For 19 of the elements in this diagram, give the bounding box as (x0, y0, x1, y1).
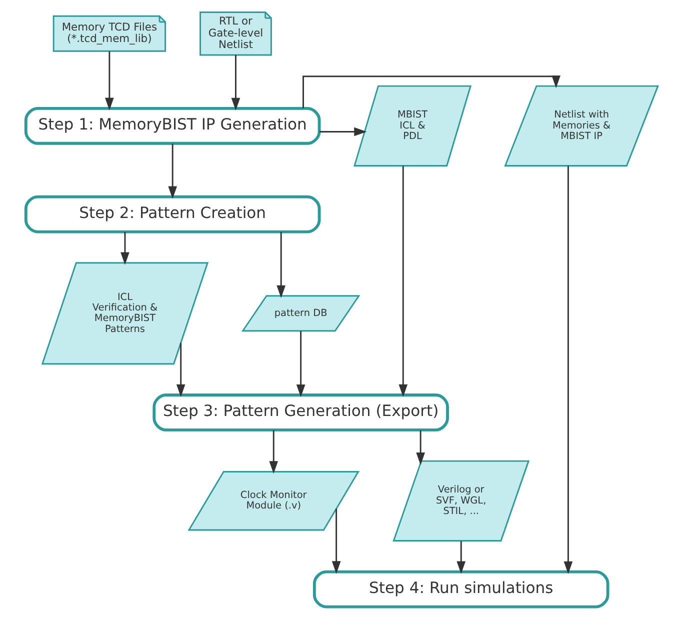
arrow (105, 51, 114, 110)
arrow (319, 127, 367, 136)
arrow (120, 232, 130, 265)
arrow (564, 166, 573, 574)
arrow (276, 232, 286, 298)
arrow (302, 75, 560, 108)
arrow (398, 166, 408, 398)
arrow (296, 331, 306, 398)
arrow (332, 508, 341, 574)
arrow (176, 342, 186, 397)
arrow (269, 430, 278, 474)
arrow (416, 430, 425, 466)
node-box: Step 2: Pattern Creation (24, 195, 321, 234)
node-box: Step 4: Run simulations (312, 570, 610, 608)
node-box: Step 3: Pattern Generation (Export) (152, 394, 449, 432)
arrow (456, 540, 466, 574)
node-box: Step 1: MemoryBIST IP Generation (24, 106, 321, 145)
arrow (168, 144, 177, 199)
arrow (231, 55, 240, 111)
